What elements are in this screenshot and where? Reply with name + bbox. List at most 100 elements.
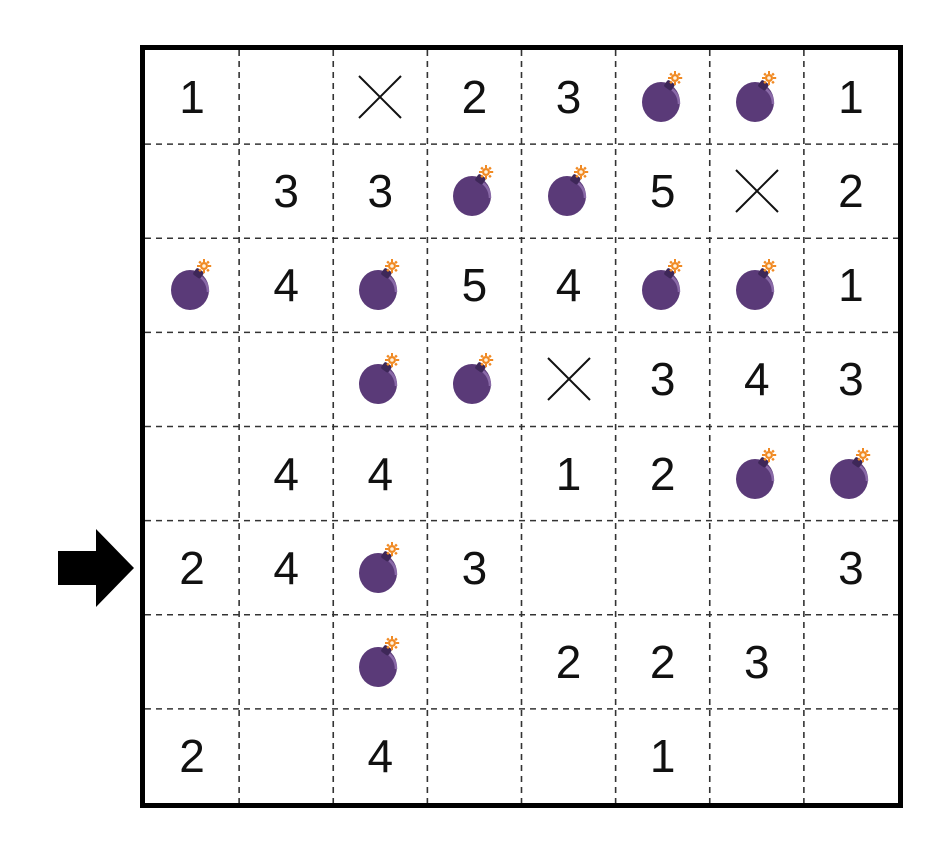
cell-empty[interactable] (145, 615, 239, 709)
cell-number[interactable]: 5 (616, 144, 710, 238)
cell-number[interactable]: 1 (616, 709, 710, 803)
cell-crossed[interactable] (710, 144, 804, 238)
cell-mine[interactable] (710, 238, 804, 332)
cell-clue: 1 (649, 729, 676, 782)
cell-clue: 2 (179, 541, 205, 594)
cell-number[interactable]: 3 (333, 144, 427, 238)
cell-empty[interactable] (239, 615, 333, 709)
cross-mark-icon (355, 72, 405, 122)
cell-clue: 5 (649, 165, 676, 218)
cell-clue: 2 (649, 635, 676, 688)
bomb-icon (639, 71, 687, 123)
cell-crossed[interactable] (522, 332, 616, 426)
cell-number[interactable]: 3 (522, 50, 616, 144)
cell-clue: 2 (179, 729, 205, 782)
cell-mine[interactable] (710, 50, 804, 144)
cell-number[interactable]: 5 (427, 238, 521, 332)
cell-clue: 4 (555, 259, 582, 312)
cell-number[interactable]: 4 (239, 427, 333, 521)
cell-number[interactable]: 3 (239, 144, 333, 238)
bomb-icon (733, 259, 781, 311)
cell-clue: 2 (555, 635, 582, 688)
cell-number[interactable]: 2 (145, 709, 239, 803)
cell-mine[interactable] (333, 238, 427, 332)
cell-empty[interactable] (427, 427, 521, 521)
cell-clue: 4 (273, 259, 299, 312)
cell-mine[interactable] (333, 615, 427, 709)
cell-clue: 4 (367, 729, 394, 782)
cell-mine[interactable] (616, 238, 710, 332)
cell-clue: 1 (838, 259, 864, 312)
cell-mine[interactable] (333, 332, 427, 426)
cell-clue: 1 (179, 71, 205, 124)
cell-number[interactable]: 4 (522, 238, 616, 332)
cell-number[interactable]: 1 (804, 50, 898, 144)
cell-number[interactable]: 4 (333, 709, 427, 803)
cell-mine[interactable] (427, 144, 521, 238)
cell-number[interactable]: 3 (710, 615, 804, 709)
cell-mine[interactable] (804, 427, 898, 521)
cell-clue: 4 (744, 353, 770, 406)
row-pointer-right-arrow-icon (58, 528, 134, 607)
cell-empty[interactable] (804, 615, 898, 709)
cell-mine[interactable] (145, 238, 239, 332)
cell-number[interactable]: 2 (616, 427, 710, 521)
cell-mine[interactable] (522, 144, 616, 238)
cell-empty[interactable] (427, 709, 521, 803)
cross-mark-icon (544, 354, 594, 404)
bomb-icon (733, 447, 781, 500)
cell-clue: 4 (367, 447, 394, 500)
cell-number[interactable]: 1 (145, 50, 239, 144)
cell-empty[interactable] (710, 521, 804, 615)
bomb-icon (639, 259, 687, 311)
cell-number[interactable]: 2 (522, 615, 616, 709)
cell-mine[interactable] (427, 332, 521, 426)
cell-empty[interactable] (804, 709, 898, 803)
cell-number[interactable]: 2 (804, 144, 898, 238)
cell-clue: 3 (744, 635, 770, 688)
cell-clue: 3 (367, 165, 394, 218)
cell-clue: 3 (838, 353, 864, 406)
cell-empty[interactable] (522, 521, 616, 615)
cell-empty[interactable] (145, 427, 239, 521)
cell-number[interactable]: 2 (145, 521, 239, 615)
cell-number[interactable]: 1 (804, 238, 898, 332)
cell-clue: 3 (649, 353, 676, 406)
cell-mine[interactable] (710, 427, 804, 521)
cell-clue: 3 (838, 541, 864, 594)
cell-crossed[interactable] (333, 50, 427, 144)
cell-number[interactable]: 3 (427, 521, 521, 615)
cell-mine[interactable] (333, 521, 427, 615)
cell-empty[interactable] (616, 521, 710, 615)
bomb-icon (168, 259, 216, 311)
cell-empty[interactable] (710, 709, 804, 803)
cell-mine[interactable] (616, 50, 710, 144)
grid-lines (145, 50, 898, 803)
cell-number[interactable]: 4 (239, 521, 333, 615)
cell-number[interactable]: 2 (616, 615, 710, 709)
cell-number[interactable]: 2 (427, 50, 521, 144)
cell-clue: 5 (461, 259, 488, 312)
bomb-icon (450, 353, 498, 405)
cell-empty[interactable] (239, 709, 333, 803)
bomb-icon (450, 165, 498, 217)
cell-clue: 2 (838, 165, 864, 218)
cell-number[interactable]: 4 (239, 238, 333, 332)
cell-number[interactable]: 3 (804, 521, 898, 615)
cell-number[interactable]: 3 (616, 332, 710, 426)
bomb-icon (356, 541, 404, 594)
bomb-icon (356, 353, 404, 405)
cell-empty[interactable] (239, 332, 333, 426)
bomb-icon (545, 165, 593, 217)
cell-empty[interactable] (145, 144, 239, 238)
cell-empty[interactable] (239, 50, 333, 144)
cell-number[interactable]: 4 (710, 332, 804, 426)
bomb-icon (733, 71, 781, 123)
cell-empty[interactable] (145, 332, 239, 426)
cell-empty[interactable] (522, 709, 616, 803)
cell-number[interactable]: 3 (804, 332, 898, 426)
cell-empty[interactable] (427, 615, 521, 709)
cell-number[interactable]: 4 (333, 427, 427, 521)
cell-number[interactable]: 1 (522, 427, 616, 521)
